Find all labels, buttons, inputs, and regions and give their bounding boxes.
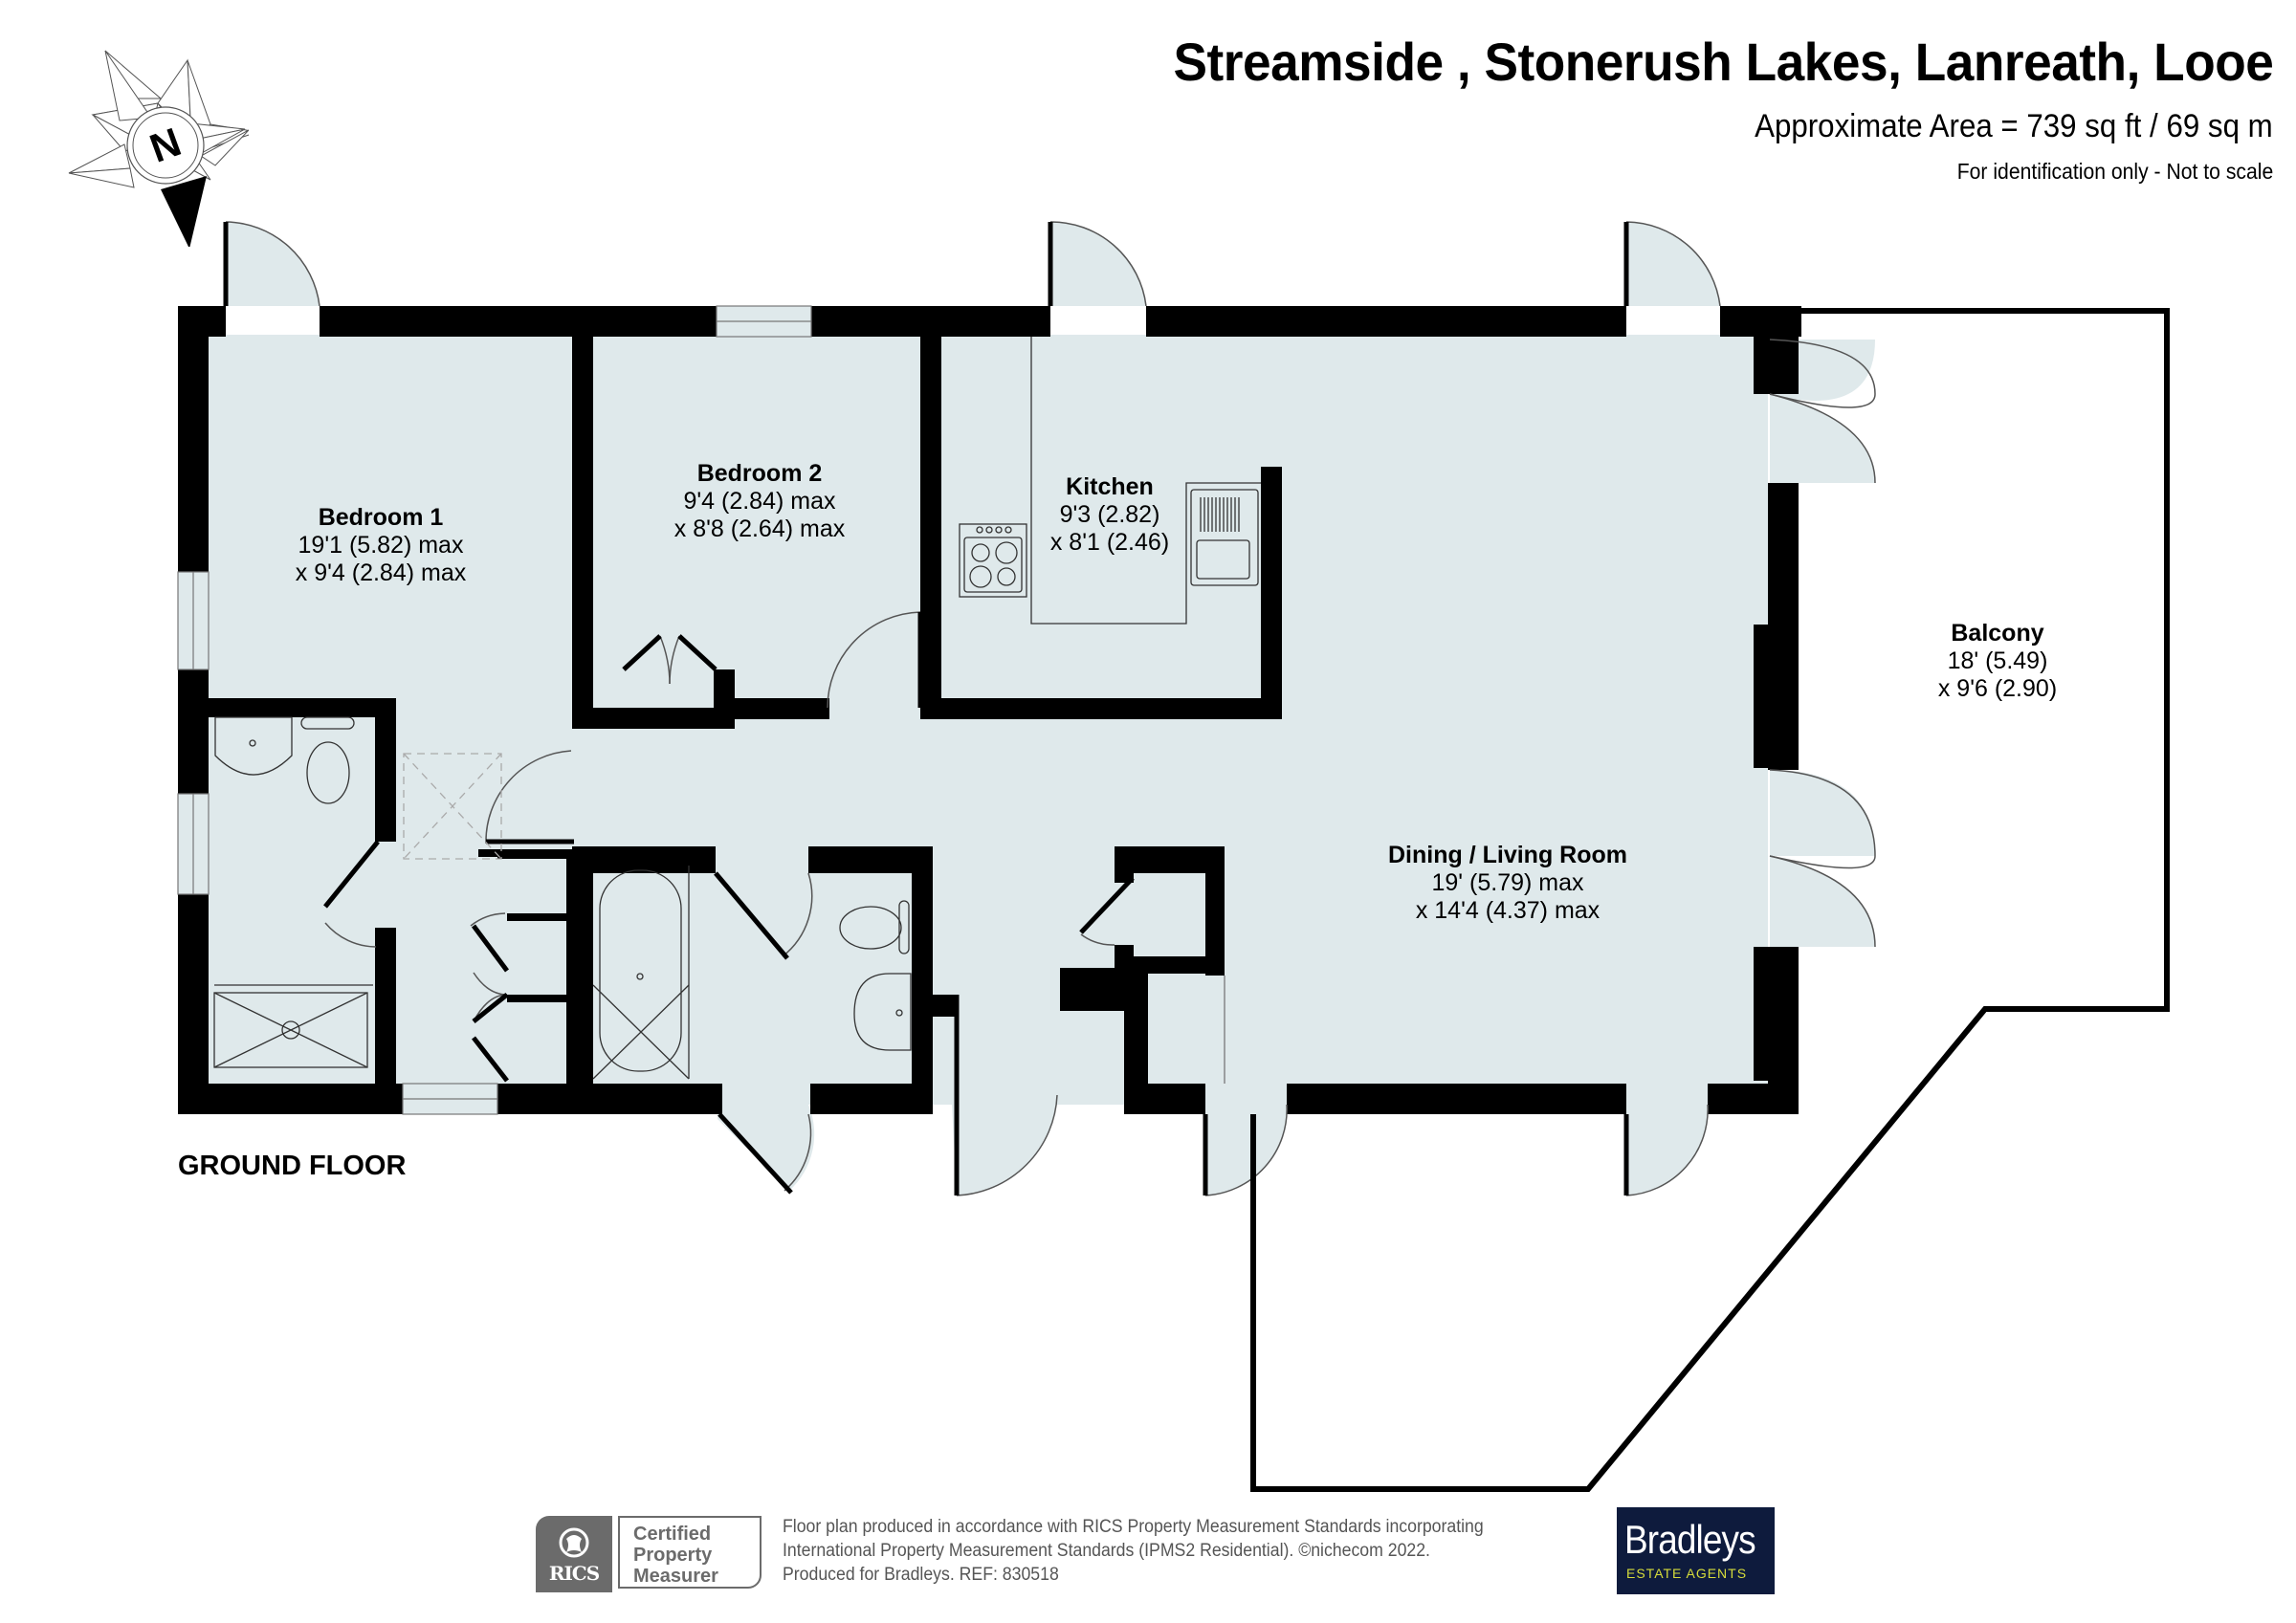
walls [178, 306, 1801, 1114]
bath-icon [599, 869, 682, 1072]
room-balcony: Balcony 18' (5.49) x 9'6 (2.90) [1938, 620, 2057, 703]
property-title: Streamside , Stonerush Lakes, Lanreath, … [1173, 32, 2273, 92]
room-dimension: x 9'6 (2.90) [1937, 675, 2058, 702]
kitchen-sink-icon [1190, 489, 1259, 586]
room-dimension: 18' (5.49) [1947, 647, 2048, 674]
room-dimension: x 8'8 (2.64) max [673, 515, 846, 542]
floor-label: GROUND FLOOR [178, 1151, 407, 1181]
door-leaves [223, 222, 1629, 1195]
room-dimension: x 14'4 (4.37) max [1415, 897, 1601, 924]
balcony-outline [1250, 308, 2170, 1492]
footer-disclaimer: Floor plan produced in accordance with R… [783, 1517, 1484, 1585]
room-dining-living: Dining / Living Room 19' (5.79) max x 14… [1388, 842, 1627, 925]
certified-measurer-label: Certified Property Measurer [618, 1516, 762, 1589]
lion-icon [559, 1527, 589, 1558]
hob-icon [959, 523, 1027, 598]
rics-logo: RICS [536, 1516, 612, 1592]
room-name: Kitchen [1066, 473, 1154, 500]
fixtures [213, 337, 1261, 1084]
room-bedroom-2: Bedroom 2 9'4 (2.84) max x 8'8 (2.64) ma… [674, 460, 845, 543]
scale-note: For identification only - Not to scale [1956, 159, 2273, 184]
room-dimension: 9'4 (2.84) max [683, 488, 836, 515]
ensuite-toilet-icon [306, 741, 350, 804]
bradleys-logo: Bradleys ESTATE AGENTS [1617, 1507, 1775, 1594]
bathroom-basin-icon [853, 973, 912, 1051]
loft-hatch-icon [403, 753, 502, 860]
room-dimension: 19'1 (5.82) max [298, 532, 464, 559]
compass-north-icon: N [68, 50, 249, 247]
room-dimension: 19' (5.79) max [1431, 869, 1584, 896]
room-dimension: x 8'1 (2.46) [1049, 529, 1170, 556]
room-name: Bedroom 2 [696, 460, 823, 487]
room-dimension: x 9'4 (2.84) max [295, 559, 467, 586]
brand-subtitle: ESTATE AGENTS [1626, 1566, 1748, 1581]
door-swings [225, 221, 1876, 1196]
brand-name: Bradleys [1624, 1517, 1756, 1562]
room-bedroom-1: Bedroom 1 19'1 (5.82) max x 9'4 (2.84) m… [296, 504, 466, 587]
room-dimension: 9'3 (2.82) [1059, 501, 1160, 528]
room-name: Bedroom 1 [318, 504, 444, 531]
room-name: Balcony [1951, 620, 2044, 647]
bathroom-toilet-icon [839, 906, 902, 950]
room-fills [209, 221, 1875, 1195]
room-name: Dining / Living Room [1388, 842, 1627, 868]
room-kitchen: Kitchen 9'3 (2.82) x 8'1 (2.46) [1050, 473, 1169, 557]
shower-tray-icon [213, 992, 368, 1068]
rics-badge: RICS Certified Property Measurer [536, 1516, 765, 1592]
approximate-area: Approximate Area = 739 sq ft / 69 sq m [1755, 108, 2273, 144]
ensuite-basin-icon [214, 716, 293, 776]
windows [177, 305, 812, 1115]
